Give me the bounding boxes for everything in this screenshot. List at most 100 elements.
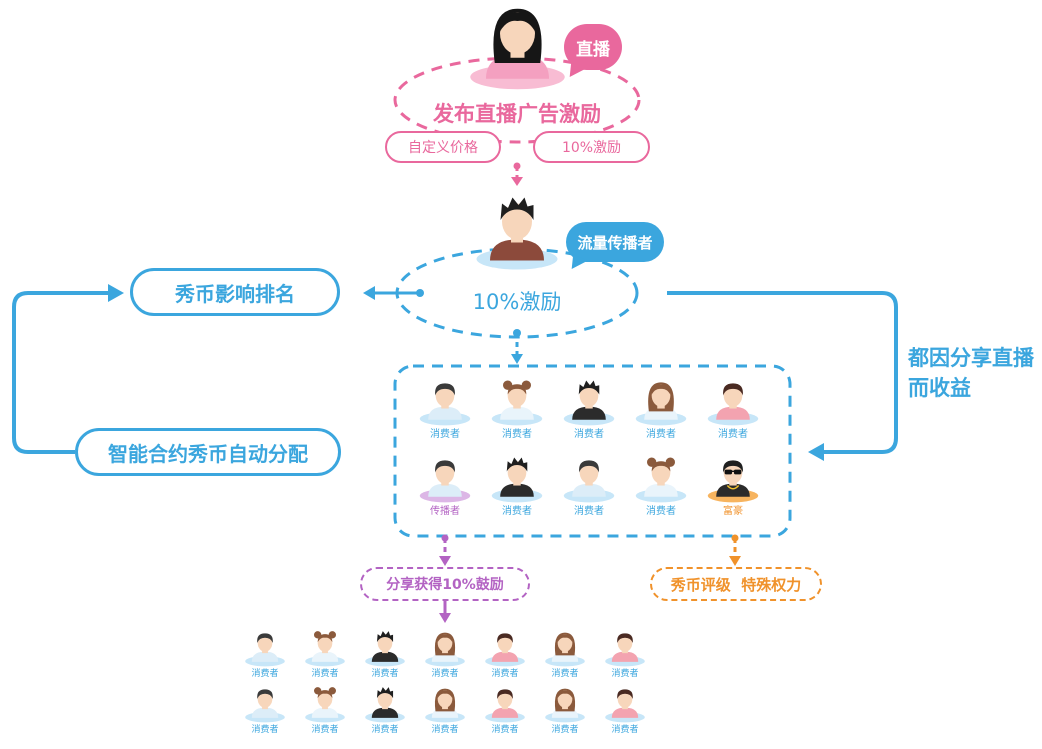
- buns-icon: [305, 631, 345, 667]
- long-hair-icon: [545, 688, 585, 723]
- spiky-icon: [563, 380, 615, 426]
- consumer-card: 消费者: [355, 628, 415, 684]
- share-reward-pill: 分享获得10%鼓励: [360, 567, 530, 601]
- audience-group-dashed-box: [393, 364, 792, 538]
- consumer-card: 消费者: [553, 376, 625, 453]
- short-hair-icon: [419, 383, 471, 426]
- traffic-spreader-bubble: 流量传播者: [566, 222, 664, 262]
- short-red-icon: [605, 633, 645, 667]
- consumer-card: 消费者: [415, 628, 475, 684]
- smart-contract-pill: 智能合约秀币自动分配: [75, 428, 341, 476]
- audience-group-grid: 消费者消费者消费者消费者消费者传播者消费者消费者消费者富豪: [409, 376, 769, 530]
- short-red-icon: [707, 383, 759, 426]
- consumer-label: 消费者: [551, 725, 579, 735]
- purple-down-arrowhead: [439, 556, 451, 566]
- consumer-label: 消费者: [311, 669, 339, 679]
- consumer-label: 消费者: [551, 669, 579, 679]
- short-hair-icon: [563, 460, 615, 503]
- consumer-label: 消费者: [431, 725, 459, 735]
- consumer-card: 消费者: [595, 684, 655, 740]
- consumer-label: 消费者: [371, 669, 399, 679]
- consumer-card: 消费者: [553, 453, 625, 530]
- consumer-card: 消费者: [535, 684, 595, 740]
- spreader-card: 传播者: [409, 453, 481, 530]
- consumer-label: 消费者: [251, 669, 279, 679]
- consumer-card: 消费者: [295, 684, 355, 740]
- rich-rating-pill: 秀币评级 特殊权力: [650, 567, 822, 601]
- consumer-card: 消费者: [355, 684, 415, 740]
- short-red-icon: [605, 689, 645, 723]
- share-earnings-line-2: 而收益: [908, 376, 971, 400]
- consumer-label: 消费者: [491, 725, 519, 735]
- share-earnings-line-1: 都因分享直播: [908, 346, 1034, 370]
- spreader-incentive-text: 10%激励: [472, 290, 562, 314]
- consumer-label: 消费者: [646, 506, 676, 517]
- share-earnings-note: 都因分享直播 而收益: [908, 343, 1038, 403]
- ten-percent-incentive-pill: 10%激励: [533, 131, 650, 163]
- long-hair-icon: [545, 632, 585, 667]
- consumer-label: 消费者: [371, 725, 399, 735]
- consumer-label: 消费者: [718, 429, 748, 440]
- man-spiky-brown-shirt-icon: [476, 197, 558, 270]
- buns-icon: [305, 687, 345, 723]
- consumer-label: 消费者: [430, 429, 460, 440]
- short-red-icon: [485, 633, 525, 667]
- consumer-label: 消费者: [251, 725, 279, 735]
- coin-ranking-pill: 秀币影响排名: [130, 268, 340, 316]
- purple-to-downstream-arrowhead: [439, 613, 451, 623]
- broadcaster-avatar: [465, 0, 570, 91]
- short-hair-icon: [419, 460, 471, 503]
- downstream-consumers-grid: 消费者消费者消费者消费者消费者消费者消费者消费者消费者消费者消费者消费者消费者消…: [235, 628, 655, 740]
- consumer-label: 消费者: [611, 669, 639, 679]
- short-hair-icon: [245, 633, 285, 667]
- consumer-card: 消费者: [235, 684, 295, 740]
- consumer-card: 消费者: [535, 628, 595, 684]
- woman-long-black-icon: [470, 8, 565, 90]
- to-ranking-arrowhead: [363, 286, 375, 300]
- short-red-icon: [485, 689, 525, 723]
- rich-card: 富豪: [697, 453, 769, 530]
- consumer-card: 消费者: [625, 453, 697, 530]
- live-bubble: 直播: [564, 24, 622, 70]
- consumer-label: 消费者: [311, 725, 339, 735]
- spreader-to-group-arrowhead: [808, 443, 824, 461]
- spiky-icon: [365, 687, 405, 723]
- custom-price-pill: 自定义价格: [385, 131, 501, 163]
- consumer-card: 消费者: [595, 628, 655, 684]
- consumer-card: 消费者: [409, 376, 481, 453]
- consumer-card: 消费者: [295, 628, 355, 684]
- contract-to-ranking-loop: [12, 291, 110, 454]
- spreader-to-group-loop: [667, 291, 898, 454]
- long-hair-icon: [635, 382, 687, 426]
- consumer-card: 消费者: [481, 376, 553, 453]
- spreader-label: 传播者: [430, 506, 460, 517]
- consumer-card: 消费者: [415, 684, 475, 740]
- spiky-icon: [491, 457, 543, 503]
- sunglasses-icon: [707, 460, 759, 503]
- short-hair-icon: [245, 689, 285, 723]
- consumer-card: 消费者: [481, 453, 553, 530]
- live-ad-incentive-title: 发布直播广告激励: [433, 102, 601, 126]
- consumer-label: 消费者: [611, 725, 639, 735]
- consumer-label: 消费者: [431, 669, 459, 679]
- consumer-card: 消费者: [235, 628, 295, 684]
- pink-down-arrowhead: [511, 177, 523, 186]
- consumer-label: 消费者: [502, 506, 532, 517]
- consumer-label: 消费者: [574, 506, 604, 517]
- traffic-spreader-avatar: [472, 193, 562, 271]
- orange-down-arrowhead: [729, 556, 741, 566]
- consumer-label: 消费者: [491, 669, 519, 679]
- rich-label: 富豪: [723, 506, 743, 517]
- long-hair-icon: [425, 688, 465, 723]
- consumer-card: 消费者: [697, 376, 769, 453]
- long-hair-icon: [425, 632, 465, 667]
- contract-to-ranking-arrowhead: [108, 284, 124, 302]
- blue-down-arrowhead: [511, 354, 523, 364]
- buns-icon: [491, 380, 543, 426]
- spiky-icon: [365, 631, 405, 667]
- buns-icon: [635, 457, 687, 503]
- consumer-card: 消费者: [475, 628, 535, 684]
- consumer-label: 消费者: [502, 429, 532, 440]
- consumer-card: 消费者: [475, 684, 535, 740]
